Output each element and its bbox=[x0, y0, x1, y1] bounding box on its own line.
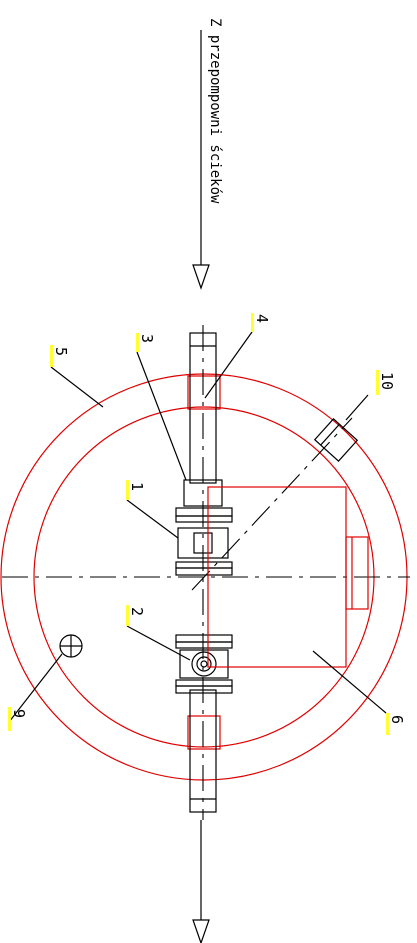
diagonal-centerline bbox=[191, 417, 353, 591]
label-2: 2 bbox=[128, 607, 146, 616]
label-4: 4 bbox=[253, 314, 271, 323]
flow-arrow-top bbox=[192, 30, 210, 290]
flow-label: Z przepompowni ścieków bbox=[207, 18, 223, 204]
label-3: 3 bbox=[138, 334, 156, 343]
label-10: 10 bbox=[378, 372, 396, 390]
vent-pipe bbox=[313, 418, 359, 462]
label-1: 1 bbox=[128, 482, 146, 491]
flange-adaptor bbox=[175, 479, 233, 523]
gate-valve bbox=[175, 634, 233, 694]
leader-lines bbox=[8, 331, 387, 723]
label-9: 9 bbox=[10, 709, 28, 718]
label-5: 5 bbox=[52, 347, 70, 356]
label-6: 6 bbox=[388, 715, 406, 724]
check-valve bbox=[175, 527, 233, 576]
wall-sleeve-bottom bbox=[187, 715, 221, 750]
sump-pit bbox=[207, 486, 369, 668]
flow-arrow-bottom bbox=[192, 820, 210, 943]
ladder-marker bbox=[59, 634, 83, 658]
wall-sleeve-top bbox=[187, 375, 221, 410]
label-markers bbox=[8, 313, 389, 735]
